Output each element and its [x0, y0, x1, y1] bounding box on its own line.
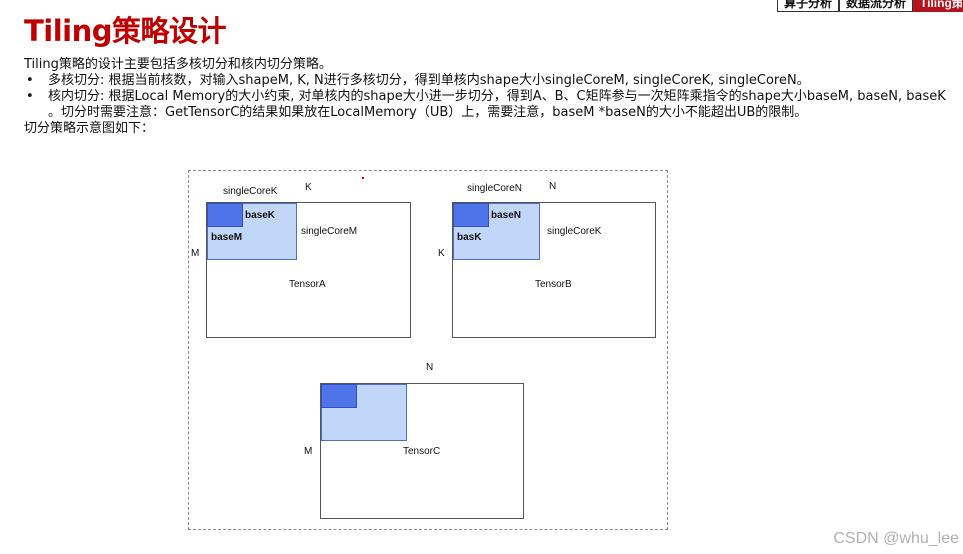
tensor-b-box: baseN basK singleCoreK TensorB	[452, 202, 656, 338]
tensor-c-name: TensorC	[403, 446, 441, 457]
page-title: Tiling策略设计	[24, 14, 227, 48]
tensor-a-box: baseK baseM singleCoreM TensorA	[206, 202, 411, 338]
tensor-b-inner-top: baseN	[491, 210, 522, 221]
bullet-multicore-text: 多核切分: 根据当前核数，对输入shapeM, K, N进行多核切分，得到单核内…	[48, 73, 810, 88]
tensor-b-inner-left: basK	[457, 232, 482, 243]
tab-operator-analysis[interactable]: 算子分析	[776, 0, 839, 12]
tensor-a-inner-left: baseM	[211, 232, 243, 243]
tensor-a-top-label: singleCoreK	[223, 186, 278, 197]
tensor-b-top-label: singleCoreN	[467, 183, 523, 194]
red-dot-mark	[362, 177, 364, 179]
tensor-a-side-label: singleCoreM	[301, 226, 358, 237]
tiling-diagram: singleCoreK K M baseK baseM singleCoreM …	[188, 170, 668, 530]
tensor-c-box: TensorC	[320, 383, 524, 519]
diagram-intro-text: 切分策略示意图如下：	[24, 121, 155, 136]
tensor-b-base-block	[453, 203, 489, 227]
tensor-a-name: TensorA	[289, 279, 326, 290]
tensor-c-left-dim: M	[304, 446, 313, 457]
intro-text: Tiling策略的设计主要包括多核切分和核内切分策略。	[24, 57, 332, 72]
bullet-intracore-text: 核内切分: 根据Local Memory的大小约束, 对单核内的shape大小进…	[48, 89, 946, 120]
bullet-intracore: • 核内切分: 根据Local Memory的大小约束, 对单核内的shape大…	[24, 89, 959, 121]
bullet-symbol: •	[26, 73, 34, 88]
bullet-symbol: •	[26, 89, 34, 104]
tab-dataflow-analysis[interactable]: 数据流分析	[838, 0, 913, 12]
tensor-a-top-dim: K	[305, 182, 312, 193]
tensor-a-inner-top: baseK	[245, 210, 276, 221]
tab-tiling[interactable]: Tiling策	[913, 0, 963, 12]
tensor-a-base-block	[207, 203, 243, 227]
tensor-b-left-dim: K	[438, 248, 445, 259]
content-body: Tiling策略的设计主要包括多核切分和核内切分策略。 • 多核切分: 根据当前…	[24, 57, 959, 137]
tensor-c-top-dim: N	[426, 362, 434, 373]
tensor-b-side-label: singleCoreK	[547, 226, 602, 237]
header-tabs: 算子分析 数据流分析 Tiling策	[776, 0, 963, 12]
tensor-c-base-block	[321, 384, 357, 408]
tensor-b-top-dim: N	[549, 181, 557, 192]
bullet-multicore: • 多核切分: 根据当前核数，对输入shapeM, K, N进行多核切分，得到单…	[24, 73, 959, 89]
tensor-a-left-dim: M	[191, 248, 200, 259]
watermark: CSDN @whu_lee	[833, 530, 959, 547]
tensor-b-name: TensorB	[535, 279, 572, 290]
